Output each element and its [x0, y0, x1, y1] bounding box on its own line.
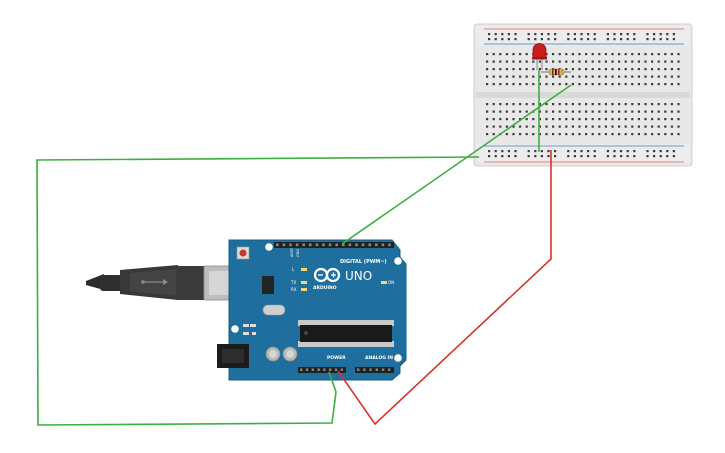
l-led-label: L [292, 267, 295, 272]
smd-components [243, 324, 256, 335]
arduino-uno-board[interactable]: AREF GND DIGITAL (PWM~) L TX RX ON [217, 239, 407, 381]
power-header-label: POWER [327, 355, 346, 361]
led[interactable] [532, 43, 547, 71]
power-jack[interactable] [217, 344, 249, 368]
reset-button[interactable] [236, 246, 250, 260]
on-led-label: ON [388, 280, 394, 285]
aref-label: AREF [290, 248, 294, 257]
breadboard-holes [486, 33, 680, 158]
breadboard[interactable] [473, 23, 693, 167]
atmega-chip [298, 320, 394, 347]
crystal-oscillator [262, 304, 286, 316]
wire-red-5v[interactable] [337, 150, 552, 426]
infinity-logo-icon [313, 267, 341, 283]
board-model-label: UNO [345, 269, 372, 283]
usb-plug-icon [141, 279, 168, 285]
usb-cable[interactable] [86, 265, 235, 301]
status-leds: L TX RX ON [290, 267, 394, 292]
tx-led-label: TX [290, 280, 296, 285]
brand-label: ARDUINO [313, 285, 337, 291]
usb-chip [262, 276, 274, 294]
resistor[interactable] [541, 68, 571, 76]
digital-pin-header[interactable] [276, 243, 391, 247]
digital-pin-labels: AREF GND [290, 248, 300, 257]
rx-led-label: RX [291, 287, 297, 292]
capacitors [265, 346, 298, 362]
digital-header-label: DIGITAL (PWM~) [340, 259, 387, 265]
gnd-label: GND [296, 249, 300, 257]
analog-header-label: ANALOG IN [365, 355, 393, 361]
wire-green-gnd-loop[interactable] [36, 156, 480, 426]
power-analog-pin-header[interactable] [300, 368, 391, 371]
wire-green-led-to-pin[interactable] [341, 84, 572, 245]
